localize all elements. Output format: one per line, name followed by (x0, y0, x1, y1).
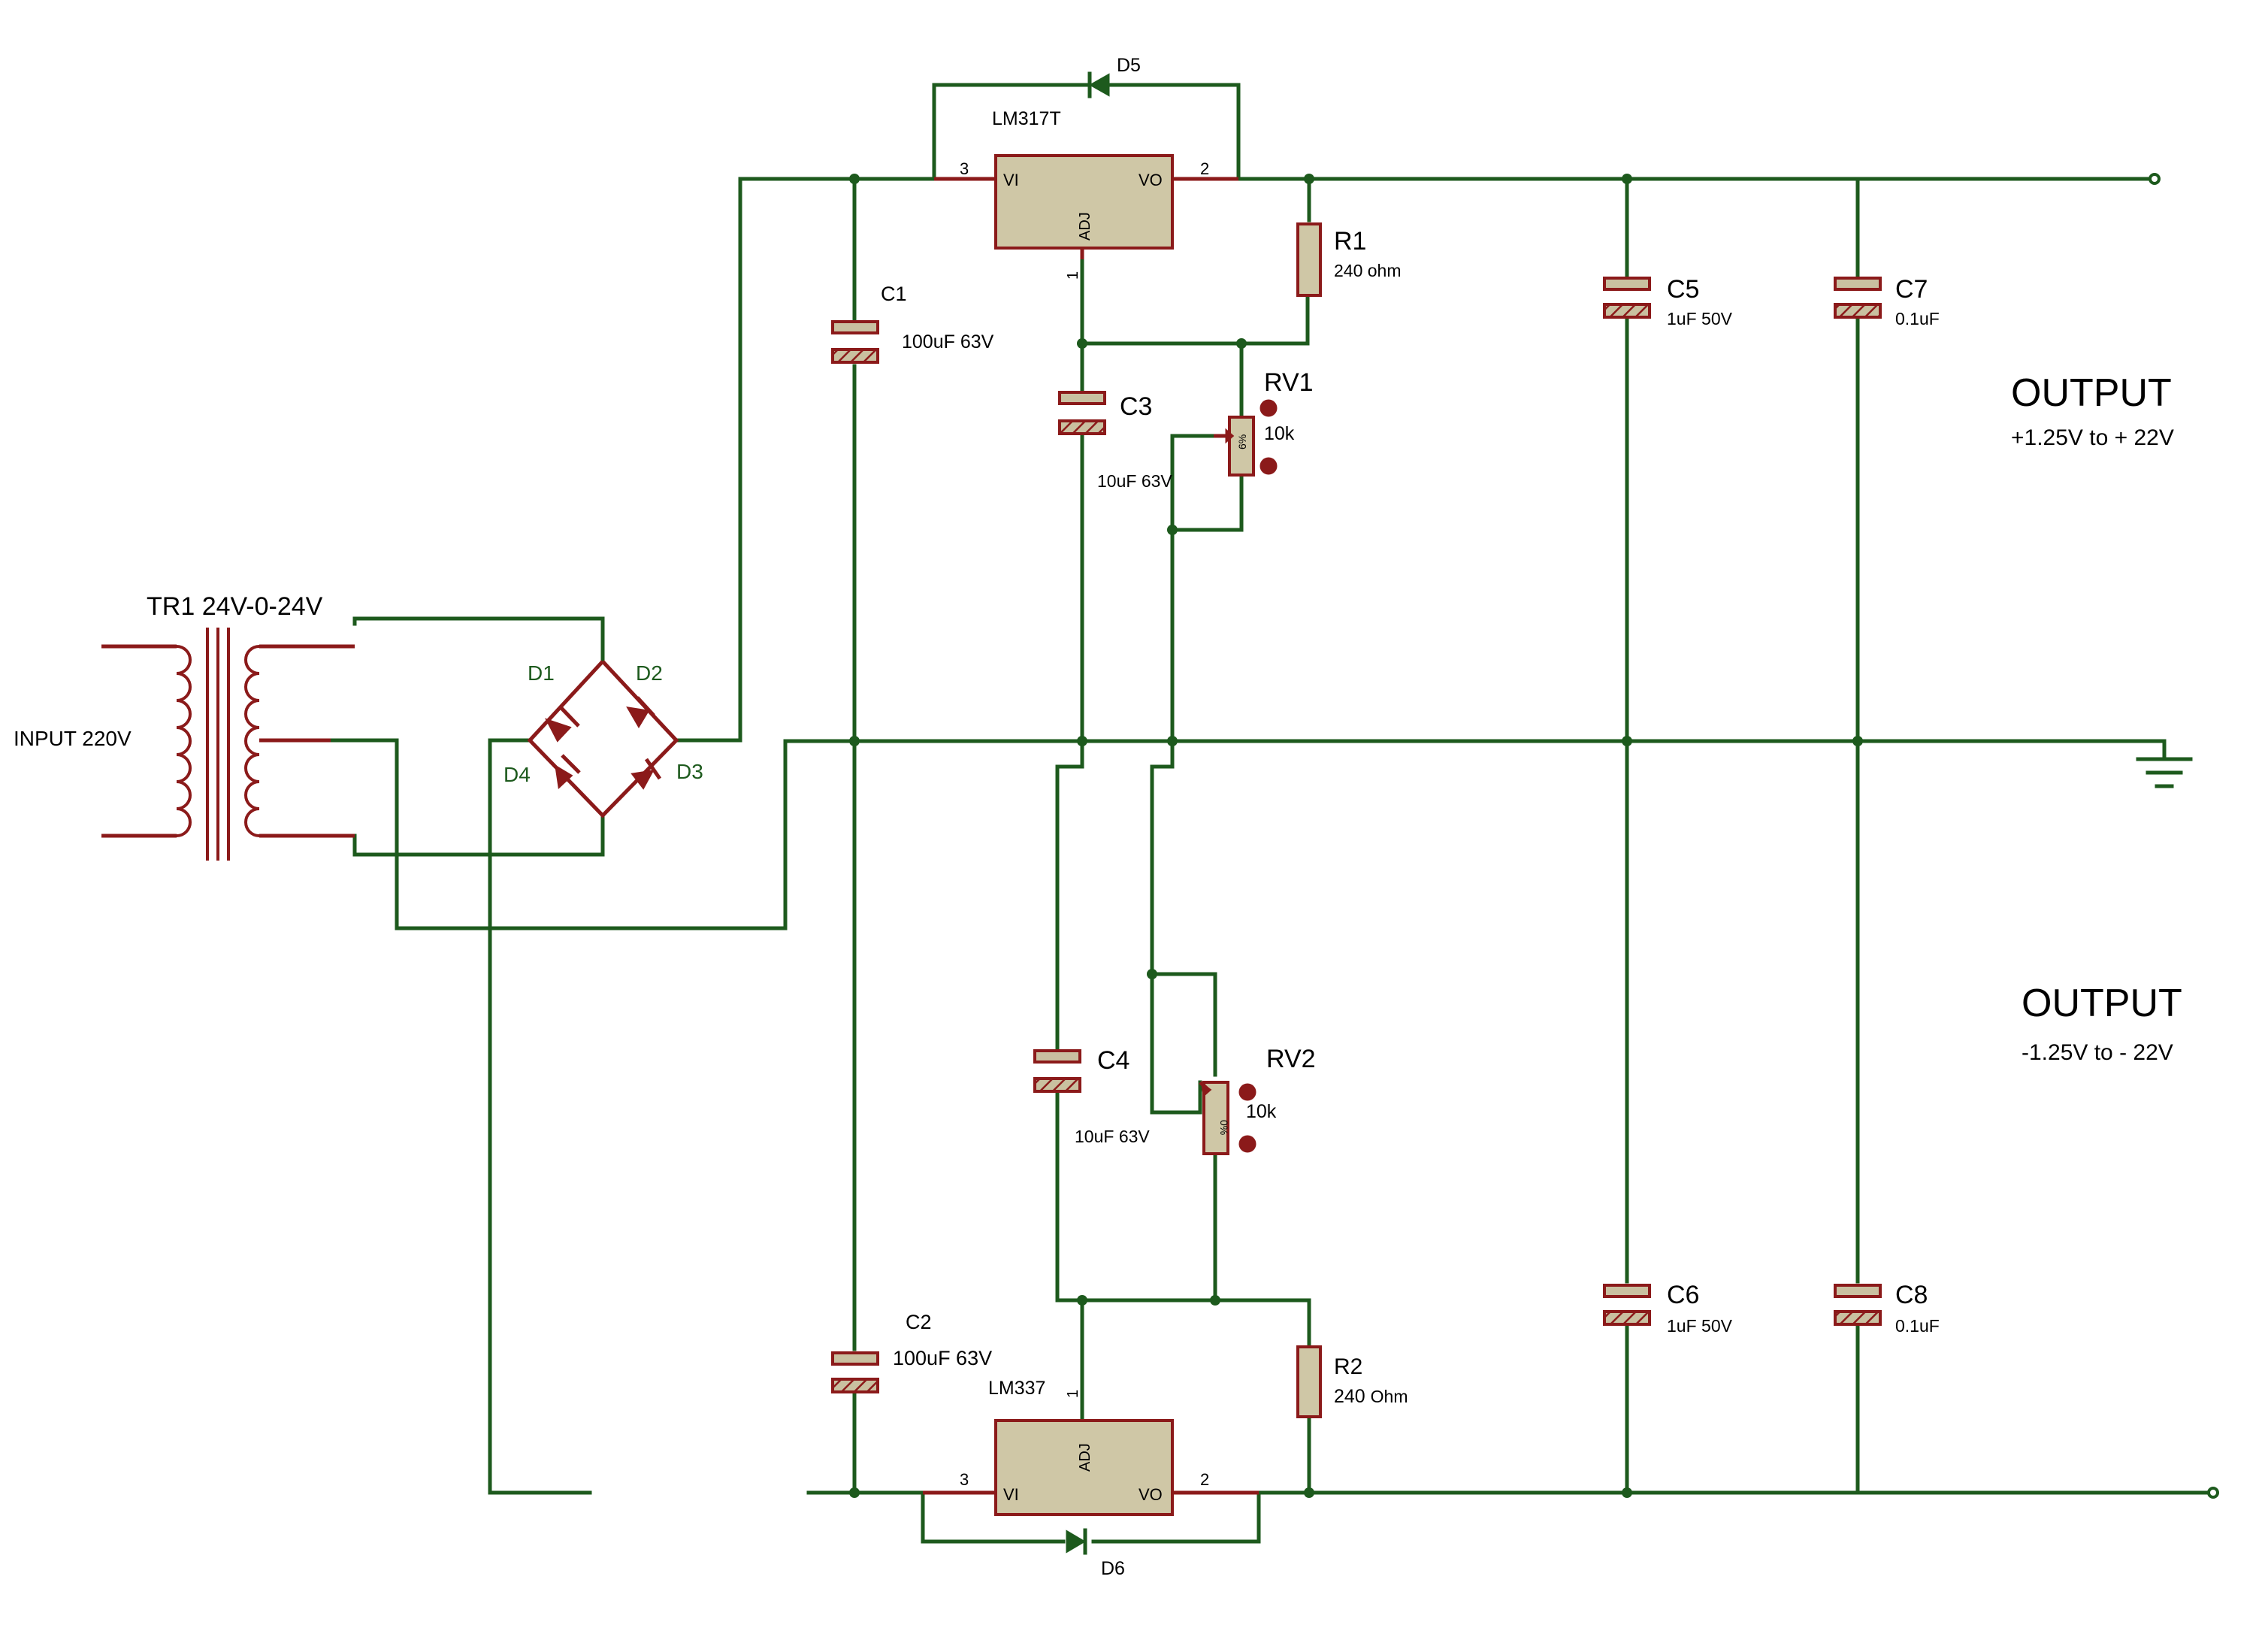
d2-label: D2 (636, 661, 663, 685)
lm317-pin3: 3 (960, 159, 969, 178)
output-neg-range: -1.25V to - 22V (2022, 1040, 2173, 1065)
lm337-vo: VO (1139, 1485, 1163, 1504)
rv2-wiper: 0% (1218, 1120, 1230, 1135)
rv1-value: 10k (1264, 423, 1295, 444)
diode-d5: D5 (1072, 55, 1141, 98)
diode-d1 (544, 705, 580, 743)
diode-d3 (631, 758, 662, 790)
transformer-tr1: TR1 24V-0-24V INPUT 220V (14, 592, 355, 861)
resistor-r1: R1 240 ohm (1296, 222, 1402, 297)
c4-ref: C4 (1097, 1046, 1129, 1075)
lm317-pin1: 1 (1065, 271, 1081, 280)
diode-d4 (555, 754, 581, 790)
resistor-r2: R2 240 Ohm (1296, 1345, 1408, 1418)
lm317-vi: VI (1003, 171, 1019, 189)
c6-value: 1uF 50V (1667, 1316, 1733, 1336)
lm337-vi: VI (1003, 1485, 1019, 1504)
rv2-value: 10k (1246, 1101, 1277, 1122)
capacitor-c4: C4 10uF 63V (1033, 1046, 1150, 1146)
wires (328, 83, 2212, 1544)
rv1-wiper: 6% (1236, 434, 1248, 449)
potentiometer-rv2: 0% RV2 10k (1199, 1045, 1316, 1155)
lm337-pin3: 3 (960, 1470, 969, 1489)
c8-ref: C8 (1895, 1281, 1928, 1309)
output-pos-title: OUTPUT (2011, 371, 2172, 415)
c7-ref: C7 (1895, 275, 1928, 304)
lm317-adj: ADJ (1077, 212, 1093, 241)
bridge-rectifier: D1 D2 D4 D3 (503, 660, 703, 818)
r1-ref: R1 (1334, 227, 1366, 256)
diode-d2 (626, 696, 655, 728)
lm337-pin2: 2 (1200, 1470, 1209, 1489)
c5-value: 1uF 50V (1667, 309, 1733, 328)
lm317-pin2: 2 (1200, 159, 1209, 178)
r2-value: 240 Ohm (1334, 1386, 1408, 1407)
capacitor-c2: C2 100uF 63V (831, 1311, 992, 1393)
d5-label: D5 (1117, 55, 1141, 76)
c7-value: 0.1uF (1895, 309, 1940, 328)
c3-value: 10uF 63V (1097, 471, 1172, 491)
c2-value: 100uF 63V (893, 1347, 992, 1369)
output-neg-title: OUTPUT (2022, 982, 2182, 1025)
d6-label: D6 (1101, 1558, 1125, 1579)
c3-ref: C3 (1120, 392, 1152, 421)
c1-ref: C1 (881, 283, 907, 305)
junctions (849, 174, 1863, 1498)
capacitor-c1: C1 100uF 63V (831, 283, 994, 364)
regulator-lm337: VI VO ADJ 3 2 1 LM337 (923, 1378, 1259, 1516)
r2-ref: R2 (1334, 1354, 1362, 1379)
c2-ref: C2 (906, 1311, 932, 1333)
c8-value: 0.1uF (1895, 1316, 1940, 1336)
lm317-part: LM317T (992, 108, 1061, 129)
lm317-vo: VO (1139, 171, 1163, 189)
diode-d6: D6 (1066, 1528, 1125, 1579)
capacitor-c8: C8 0.1uF (1834, 1281, 1940, 1336)
lm337-part: LM337 (988, 1378, 1045, 1399)
rv2-ref: RV2 (1266, 1045, 1316, 1073)
capacitor-c5: C5 1uF 50V (1603, 275, 1733, 328)
ground-symbol (2136, 739, 2193, 788)
c5-ref: C5 (1667, 275, 1699, 304)
d4-label: D4 (503, 763, 531, 786)
capacitor-c7: C7 0.1uF (1834, 275, 1940, 328)
c6-ref: C6 (1667, 1281, 1699, 1309)
output-neg-terminal (2207, 1487, 2219, 1499)
input-label: INPUT 220V (14, 727, 132, 750)
output-pos-range: +1.25V to + 22V (2011, 425, 2174, 450)
c4-value: 10uF 63V (1075, 1127, 1150, 1146)
lm337-adj: ADJ (1077, 1443, 1093, 1472)
lm337-pin1: 1 (1065, 1390, 1081, 1398)
regulator-lm317t: VI VO ADJ 3 2 1 LM317T (934, 108, 1238, 280)
rv1-ref: RV1 (1264, 368, 1314, 397)
r1-value: 240 ohm (1334, 261, 1402, 280)
capacitor-c3: C3 10uF 63V (1058, 391, 1172, 491)
d1-label: D1 (528, 661, 555, 685)
capacitor-c6: C6 1uF 50V (1603, 1281, 1733, 1336)
c1-value: 100uF 63V (902, 331, 994, 352)
potentiometer-rv1: 6% RV1 10k (1214, 368, 1314, 477)
output-pos-terminal (2149, 173, 2161, 185)
d3-label: D3 (676, 760, 703, 783)
transformer-label: TR1 24V-0-24V (147, 592, 323, 621)
